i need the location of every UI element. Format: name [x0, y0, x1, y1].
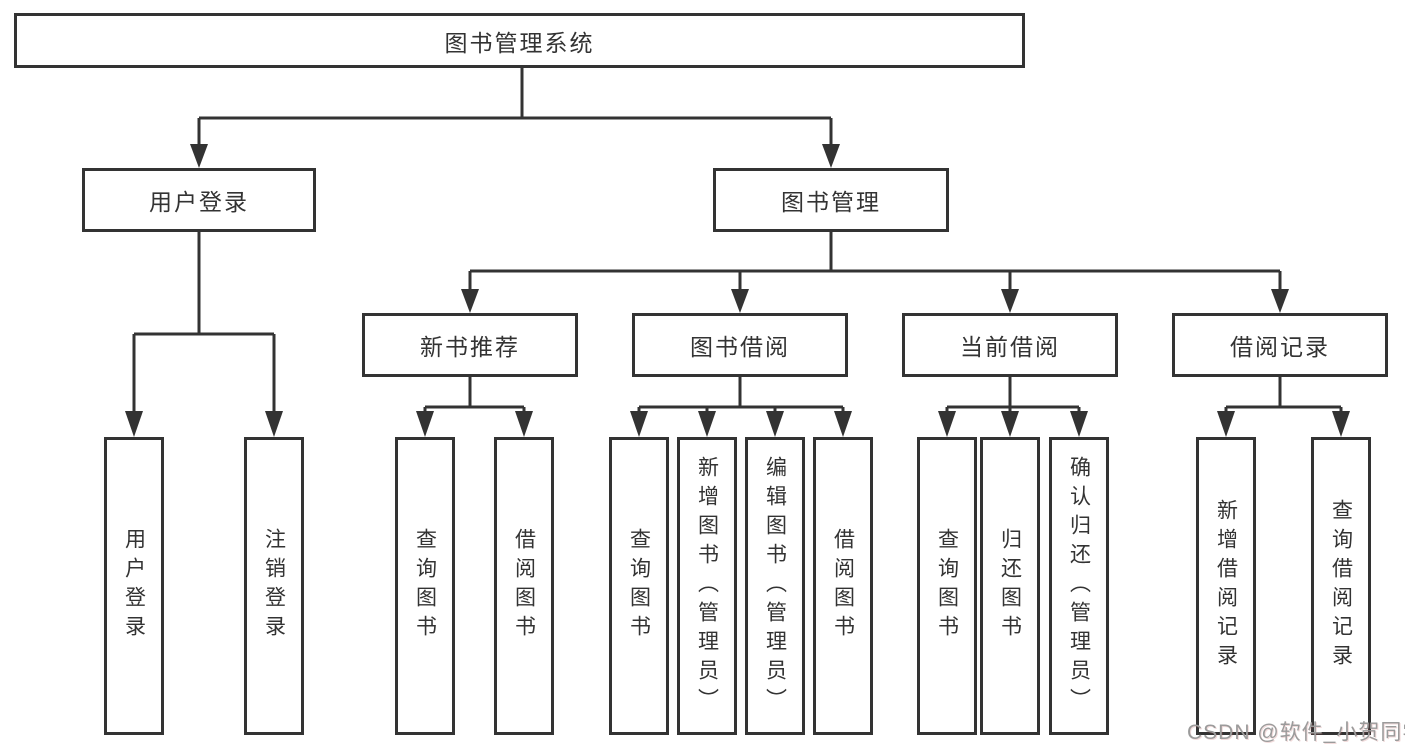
- connector-bookmgmt-to-level3: [468, 232, 1282, 308]
- connector-root-to-level2: [197, 68, 833, 164]
- leaf-query-books-label: 查询图书: [413, 528, 437, 644]
- leaf-user-login: 用户登录: [104, 437, 164, 735]
- arrowheads: [125, 144, 1350, 437]
- node-new-book-recommend-label: 新书推荐: [420, 334, 520, 360]
- leaf-borrow-books-label: 借阅图书: [512, 528, 536, 644]
- leaf-add-books-admin-label: 新增图书（管理员）: [695, 455, 719, 717]
- leaf-borrow-books: 借阅图书: [813, 437, 873, 735]
- leaf-add-borrow-record-label: 新增借阅记录: [1214, 499, 1238, 673]
- leaf-query-books: 查询图书: [609, 437, 669, 735]
- leaf-add-borrow-record: 新增借阅记录: [1196, 437, 1256, 735]
- leaf-query-books: 查询图书: [917, 437, 977, 735]
- connector-newbooks-to-leaves: [423, 377, 526, 432]
- node-book-borrow-label: 图书借阅: [690, 334, 790, 360]
- node-new-book-recommend: 新书推荐: [362, 313, 578, 377]
- leaf-borrow-books: 借阅图书: [494, 437, 554, 735]
- leaf-query-borrow-record: 查询借阅记录: [1311, 437, 1371, 735]
- leaf-logout-label: 注销登录: [262, 528, 286, 644]
- leaf-query-books: 查询图书: [395, 437, 455, 735]
- leaf-edit-books-admin: 编辑图书（管理员）: [745, 437, 805, 735]
- leaf-return-books-label: 归还图书: [998, 528, 1022, 644]
- leaf-borrow-books-label: 借阅图书: [831, 528, 855, 644]
- node-borrow-records: 借阅记录: [1172, 313, 1388, 377]
- node-borrow-records-label: 借阅记录: [1230, 334, 1330, 360]
- leaf-query-borrow-record-label: 查询借阅记录: [1329, 499, 1353, 673]
- leaf-confirm-return-admin: 确认归还（管理员）: [1049, 437, 1109, 735]
- watermark: CSDN @软件_小贺同学: [1187, 721, 1405, 744]
- leaf-query-books-label: 查询图书: [627, 528, 651, 644]
- node-book-management: 图书管理: [713, 168, 949, 232]
- node-root-label: 图书管理系统: [444, 29, 595, 56]
- leaf-user-login-label: 用户登录: [122, 528, 146, 644]
- leaf-query-books-label: 查询图书: [935, 528, 959, 644]
- connector-bookborrow-to-leaves: [637, 377, 845, 432]
- node-user-login-label: 用户登录: [149, 189, 249, 215]
- node-user-login: 用户登录: [82, 168, 316, 232]
- leaf-add-books-admin: 新增图书（管理员）: [677, 437, 737, 735]
- node-book-management-label: 图书管理: [781, 189, 881, 215]
- leaf-edit-books-admin-label: 编辑图书（管理员）: [763, 455, 787, 717]
- connector-borrowrecords-to-leaves: [1224, 377, 1343, 432]
- node-root-system: 图书管理系统: [14, 13, 1025, 68]
- leaf-logout: 注销登录: [244, 437, 304, 735]
- leaf-confirm-return-admin-label: 确认归还（管理员）: [1067, 455, 1091, 717]
- leaf-return-books: 归还图书: [980, 437, 1040, 735]
- node-current-borrow: 当前借阅: [902, 313, 1118, 377]
- node-book-borrow: 图书借阅: [632, 313, 848, 377]
- connector-userlogin-to-leaves: [132, 232, 276, 432]
- node-current-borrow-label: 当前借阅: [960, 334, 1060, 360]
